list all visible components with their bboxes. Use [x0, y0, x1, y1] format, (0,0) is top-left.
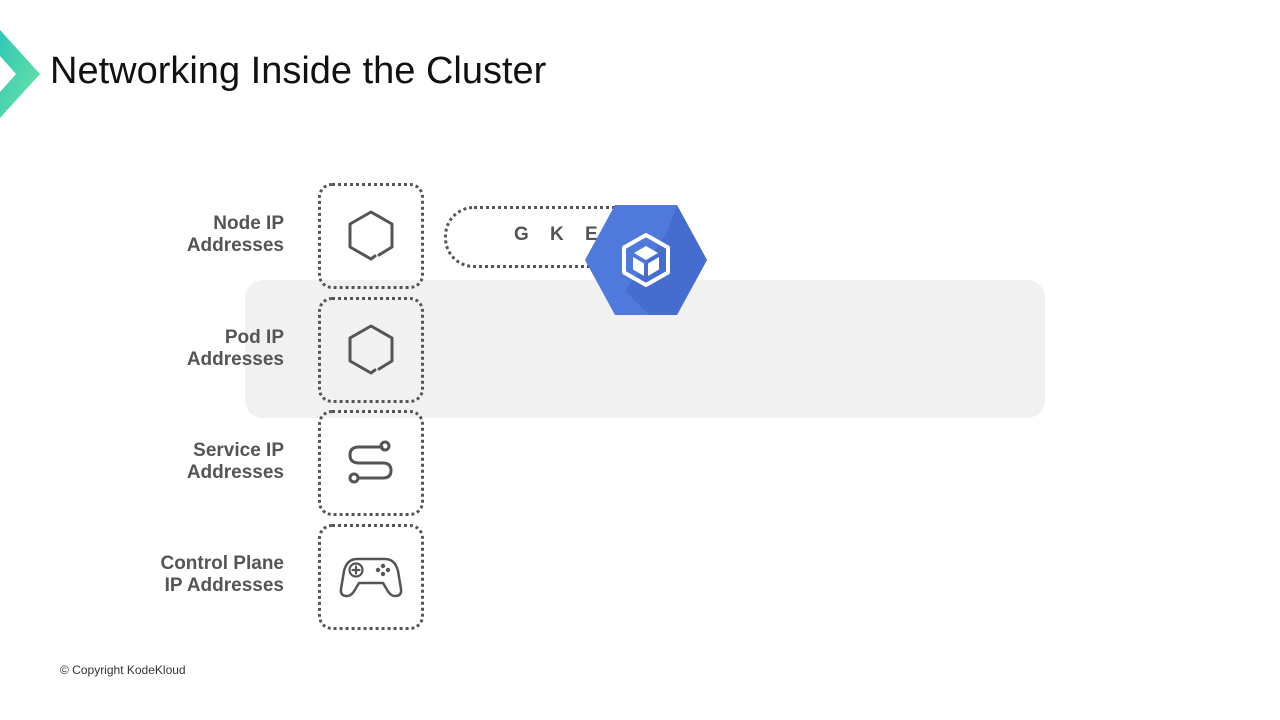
pod-ip-icon-box [318, 297, 424, 403]
hexagon-icon [348, 324, 394, 375]
route-icon [348, 440, 393, 484]
node-ip-icon-box [318, 183, 424, 289]
pod-ip-label: Pod IP Addresses [186, 327, 284, 370]
kodekloud-chevron-logo [0, 30, 40, 118]
gke-label: G K E [514, 224, 606, 245]
service-ip-icon-box [318, 410, 424, 516]
gamepad-icon [339, 557, 403, 598]
node-ip-label: Node IP Addresses [186, 213, 284, 256]
control-plane-ip-label: Control Plane IP Addresses [160, 553, 284, 596]
page-title: Networking Inside the Cluster [50, 50, 547, 92]
control-plane-ip-icon-box [318, 524, 424, 630]
gke-pill [444, 206, 637, 268]
gke-logo-icon [585, 205, 707, 315]
copyright-text: © Copyright KodeKloud [60, 663, 186, 677]
service-ip-label: Service IP Addresses [186, 440, 284, 483]
hexagon-icon [348, 210, 394, 261]
